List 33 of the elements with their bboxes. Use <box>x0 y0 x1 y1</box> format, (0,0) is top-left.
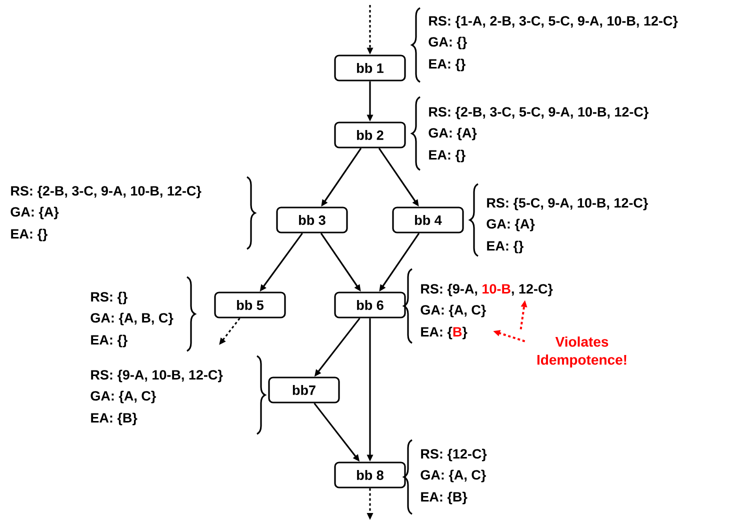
annotation-text: RS: {2-B, 3-C, 5-C, 9-A, 10-B, 12-C} <box>429 106 649 120</box>
annotation-text: RS: {12-C} <box>421 448 487 462</box>
annotation-text: GA: {A} <box>428 128 477 140</box>
annotation-text: EA: {} <box>11 228 48 242</box>
process-box: bb7 <box>268 376 340 404</box>
process-box: bb 4 <box>392 206 464 234</box>
process-box: bb 8 <box>334 462 406 488</box>
annotation-text: GA: {A, B, C} <box>90 312 174 326</box>
annotation-text: EA: {} <box>487 240 524 254</box>
annotation-text: GA: {A, C} <box>420 304 486 318</box>
annotation-text: RS: {5-C, 9-A, 10-B, 12-C} <box>487 198 648 210</box>
annotation-text: EA: {} <box>429 150 466 162</box>
annotation-text: EA: {B} <box>91 412 138 426</box>
process-box: bb 1 <box>334 54 406 82</box>
annotation-text: GA: {} <box>428 36 467 50</box>
annotation-text: EA: {B} <box>421 492 468 504</box>
process-box: bb 6 <box>334 292 406 318</box>
annotation-text: GA: {A, C} <box>90 390 156 404</box>
annotation-text: EA: {B} <box>421 326 468 340</box>
process-box: bb 5 <box>214 292 286 318</box>
annotation-text: GA: {A} <box>10 206 59 220</box>
annotation-text: RS: {9-A, 10-B, 12-C} <box>421 284 553 296</box>
annotation-text: RS: {1-A, 2-B, 3-C, 5-C, 9-A, 10-B, 12-C} <box>429 16 678 28</box>
process-box: bb 2 <box>334 122 406 148</box>
process-box: bb 3 <box>276 206 348 234</box>
annotation-text: RS: {2-B, 3-C, 9-A, 10-B, 12-C} <box>11 186 202 198</box>
annotation-text: RS: {9-A, 10-B, 12-C} <box>91 370 223 382</box>
annotation-text: GA: {A, C} <box>420 470 486 482</box>
annotation-text: RS: {} <box>91 292 128 304</box>
note-text: Violates Idempotence! <box>537 336 626 368</box>
annotation-text: EA: {} <box>91 334 128 348</box>
annotation-text: EA: {} <box>429 58 466 72</box>
annotation-text: GA: {A} <box>486 218 535 232</box>
